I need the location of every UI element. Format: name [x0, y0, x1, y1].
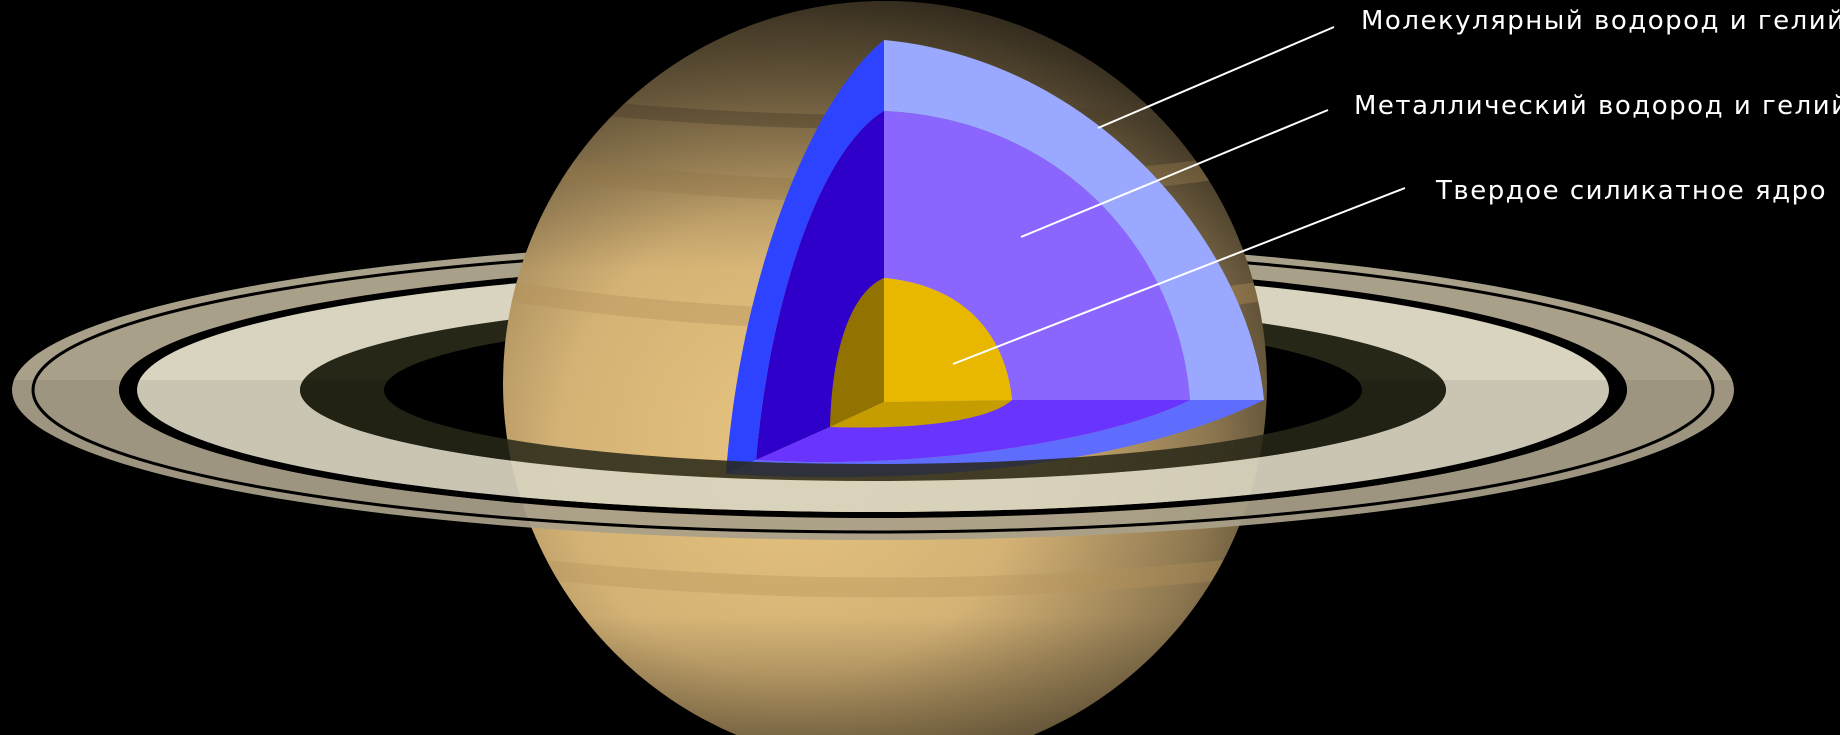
label-solid-silicate-core: Твердое силикатное ядро: [1436, 178, 1827, 204]
label-molecular-hydrogen-helium: Молекулярный водород и гелий: [1361, 8, 1840, 34]
label-metallic-hydrogen-helium: Металлический водород и гелий: [1354, 93, 1840, 119]
